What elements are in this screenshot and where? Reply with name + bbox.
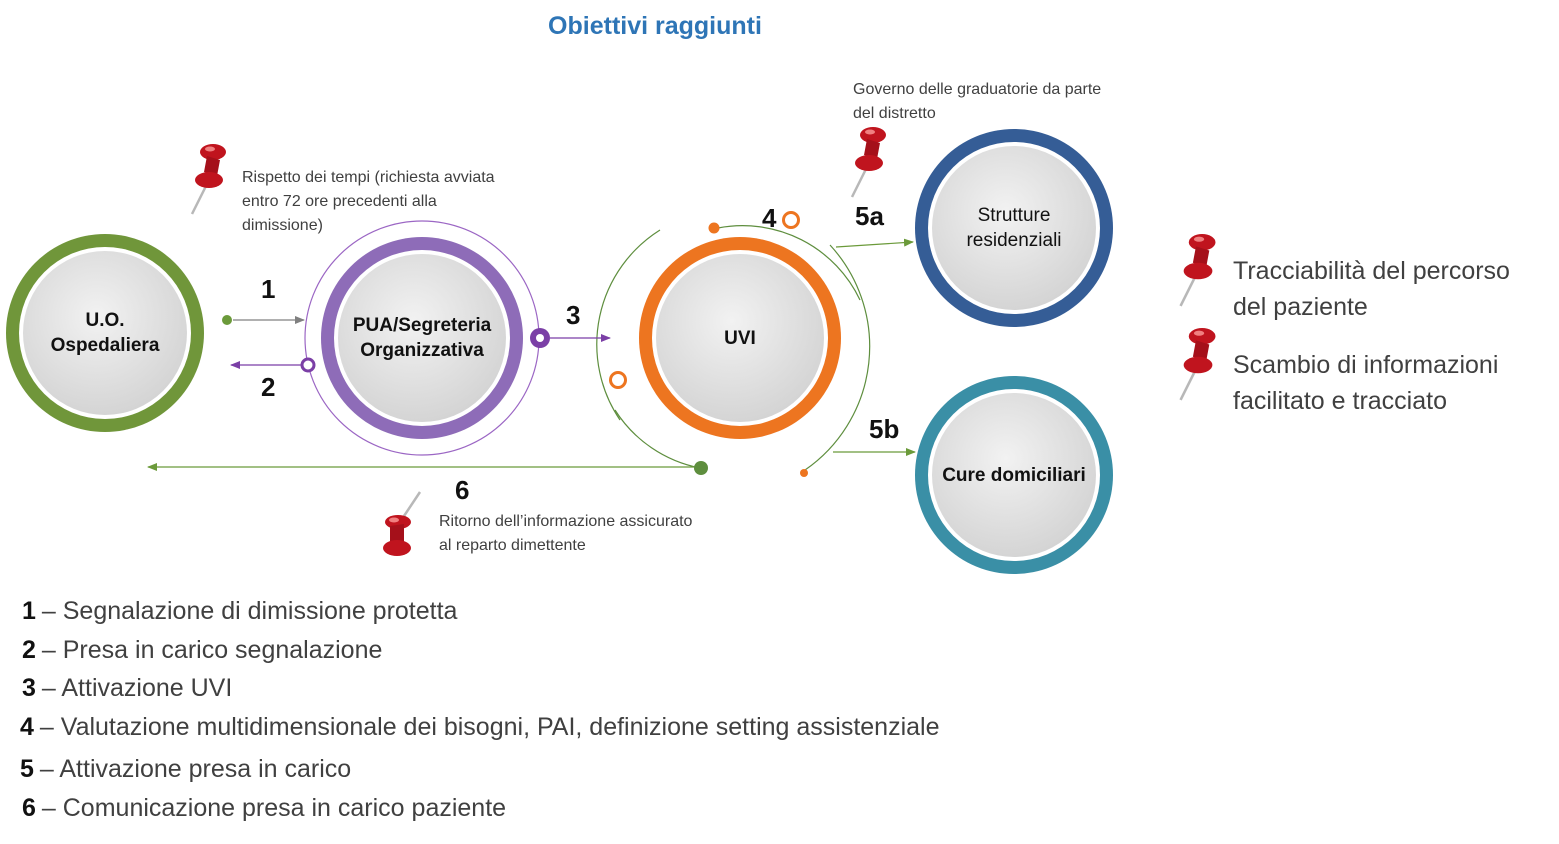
legend-text: – Presa in carico segnalazione (41, 635, 383, 664)
legend-number: 3 (22, 674, 36, 702)
node-uo-ospedaliera (6, 234, 204, 432)
legend-text: – Comunicazione presa in carico paziente (41, 793, 507, 822)
legend: 1– Segnalazione di dimissione protetta 2… (18, 592, 940, 827)
cure-label: Cure domiciliari (942, 464, 1086, 486)
legend-item: 4– Valutazione multidimensionale dei bis… (20, 708, 940, 747)
step-6-number: 6 (455, 475, 470, 505)
legend-text: – Valutazione multidimensionale dei biso… (39, 712, 940, 741)
legend-text: – Attivazione UVI (41, 674, 233, 702)
step-5a-number: 5a (855, 201, 884, 231)
pushpin-icon (190, 144, 226, 215)
uo-label: U.O. Ospedaliera (50, 310, 160, 356)
side-note-tracciabilita: Tracciabilità del percorso del paziente (1233, 257, 1510, 321)
legend-number: 2 (22, 635, 36, 664)
legend-number: 4 (20, 712, 34, 741)
legend-item: 5– Attivazione presa in carico (20, 750, 940, 789)
note-rispetto-tempi: Rispetto dei tempi (richiesta avviata en… (242, 169, 495, 234)
legend-text: – Attivazione presa in carico (39, 755, 352, 783)
note-ritorno-informazione: Ritorno dell’informazione assicurato al … (439, 513, 693, 554)
legend-number: 6 (22, 793, 36, 822)
legend-item: 2– Presa in carico segnalazione (22, 631, 940, 670)
strutture-label: Strutture residenziali (966, 205, 1062, 251)
node-strutture-residenziali (915, 129, 1113, 327)
step-3-number: 3 (566, 300, 581, 330)
pua-label: PUA/Segreteria Organizzativa (352, 315, 492, 361)
uvi-orbit-arcs (596, 225, 871, 471)
pushpin-icon (1179, 234, 1216, 307)
legend-item: 3– Attivazione UVI (22, 669, 940, 708)
pushpin-icon (1179, 328, 1216, 401)
arrow-step-2 (230, 357, 316, 373)
side-note-scambio: Scambio di informazioni facilitato e tra… (1233, 351, 1499, 415)
node-cure-domiciliari (915, 376, 1113, 574)
pushpin-icon (850, 127, 886, 198)
arrow-step-3 (530, 328, 611, 348)
step-5b-number: 5b (869, 414, 900, 444)
step-1-number: 1 (261, 274, 276, 304)
step-4-number: 4 (762, 203, 777, 233)
legend-item: 1– Segnalazione di dimissione protetta (22, 592, 940, 631)
legend-number: 1 (22, 597, 36, 625)
arrow-step-5a (835, 238, 914, 248)
node-pua (321, 237, 523, 439)
uvi-label: UVI (724, 327, 756, 349)
pushpin-icon (383, 491, 422, 556)
arrow-step-6 (147, 461, 708, 475)
page-title: Obiettivi raggiunti (548, 12, 762, 40)
arrow-step-1 (222, 315, 305, 325)
note-governo-graduatorie: Governo delle graduatorie da parte del d… (853, 81, 1102, 122)
node-uvi (639, 237, 841, 439)
legend-text: – Segnalazione di dimissione protetta (41, 597, 458, 625)
legend-item: 6– Comunicazione presa in carico pazient… (22, 789, 940, 828)
legend-number: 5 (20, 755, 34, 783)
uvi-markers (609, 211, 808, 477)
step-2-number: 2 (261, 372, 276, 402)
